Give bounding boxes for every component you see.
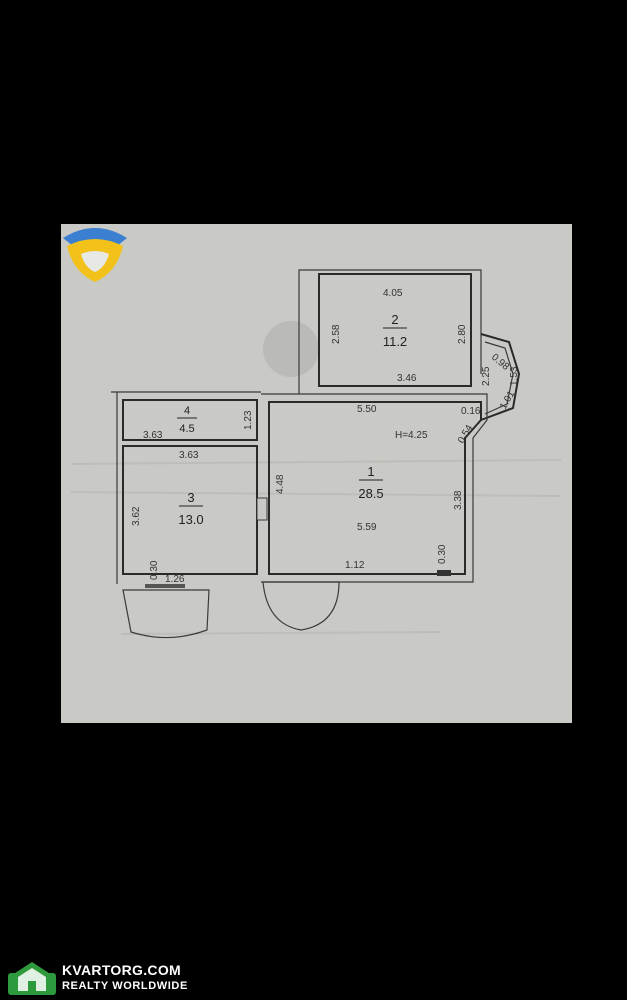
room-1-area: 28.5	[358, 486, 383, 501]
floor-plan-drawing: 2 11.2 1 28.5 3 13.0 4 4.5 H=4.25 4.05 2…	[63, 228, 562, 639]
watermark-brand: KVARTORG.COM	[62, 962, 181, 978]
room-4-outline	[122, 399, 258, 441]
room-3-number: 3	[187, 490, 194, 505]
dim-3-63-room4: 3.63	[143, 430, 163, 441]
smudge	[263, 321, 319, 377]
dim-0-30-right: 0.30	[437, 544, 448, 564]
dim-3-63-room3: 3.63	[179, 450, 199, 461]
room-2-number: 2	[391, 312, 398, 327]
dim-1-53: 1.53	[509, 366, 520, 386]
dim-4-48: 4.48	[275, 474, 286, 494]
dim-0-30-left: 0.30	[149, 560, 160, 580]
dim-1-26: 1.26	[165, 574, 185, 585]
balcony-center	[262, 581, 340, 631]
watermark-tagline: REALTY WORLDWIDE	[62, 980, 188, 992]
room-3-outline	[122, 445, 258, 575]
dim-3-38: 3.38	[453, 490, 464, 510]
dim-2-58: 2.58	[331, 324, 342, 344]
dim-1-23: 1.23	[243, 410, 254, 430]
house-logo-icon	[8, 962, 56, 995]
dim-1-12: 1.12	[345, 560, 365, 571]
balcony-left	[122, 589, 210, 639]
dim-5-50: 5.50	[357, 404, 377, 415]
room-2-area: 11.2	[383, 334, 407, 349]
room-2-outline	[318, 273, 472, 387]
dim-3-46: 3.46	[397, 373, 417, 384]
room-4-area: 4.5	[179, 423, 194, 435]
dim-3-62: 3.62	[131, 506, 142, 526]
watermark: KVARTORG.COM REALTY WORLDWIDE	[8, 958, 188, 996]
ukraine-shield-logo-icon	[63, 228, 127, 282]
room-4-number: 4	[184, 405, 190, 417]
bay-window	[480, 333, 521, 421]
dim-2-25: 2.25	[481, 366, 492, 386]
floor-plan-image: 2 11.2 1 28.5 3 13.0 4 4.5 H=4.25 4.05 2…	[61, 224, 572, 723]
ceiling-height: H=4.25	[395, 430, 428, 441]
dim-2-80: 2.80	[457, 324, 468, 344]
room-3-area: 13.0	[178, 512, 203, 527]
dim-4-05: 4.05	[383, 288, 403, 299]
room-1-outline	[268, 401, 482, 575]
room-1-number: 1	[367, 464, 374, 479]
dim-5-59: 5.59	[357, 522, 377, 533]
dim-0-16: 0.16	[461, 406, 481, 417]
